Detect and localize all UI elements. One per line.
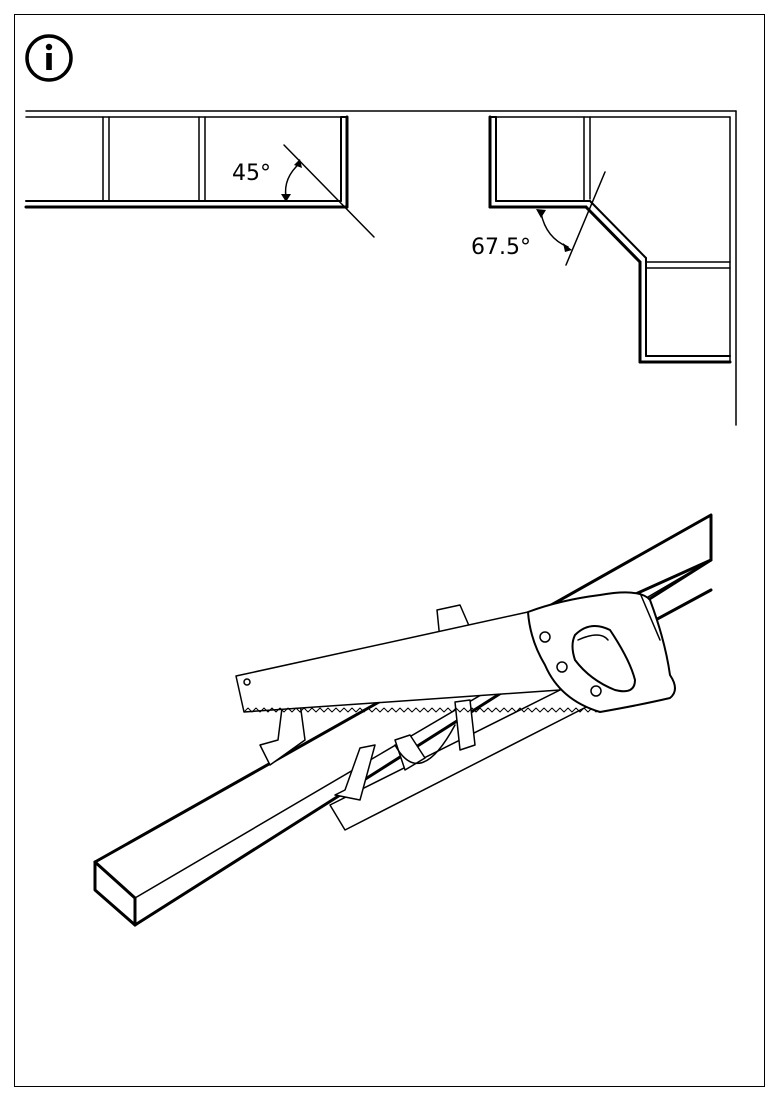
saw-mitre-box-drawing [93,513,713,927]
info-circle-icon [25,34,73,82]
angle-label-67-5: 67.5° [471,235,531,260]
diagram-67-5-degree-corner [488,115,732,364]
page-frame [14,14,765,1087]
angle-label-45: 45° [232,161,271,186]
diagram-45-degree-corner [24,115,375,238]
